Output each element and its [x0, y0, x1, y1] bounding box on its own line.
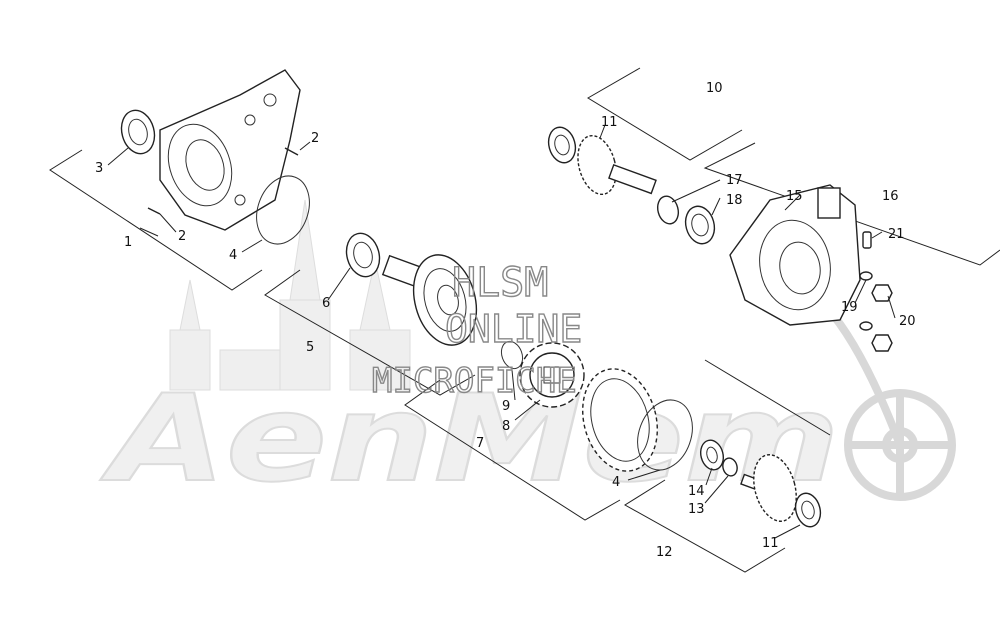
callout-16: 16: [882, 189, 899, 204]
callout-11-upper: 11: [601, 115, 618, 130]
callout-19: 19: [841, 300, 858, 315]
callout-15: 15: [786, 189, 803, 204]
housing-cover-left: [159, 69, 301, 231]
bearing-11-upper: [547, 126, 577, 164]
snap-ring-4-upper: [256, 175, 310, 245]
watermark-line1: HLSM: [452, 260, 548, 306]
callout-12: 12: [656, 545, 673, 560]
callout-11-lower: 11: [762, 536, 779, 551]
callout-9: 9: [502, 399, 510, 414]
ring-gear-shaft-5: [381, 254, 478, 346]
callout-13: 13: [688, 502, 705, 517]
callout-6: 6: [322, 296, 330, 311]
bearing-11-lower: [794, 492, 822, 528]
callout-2-upper: 2: [311, 131, 319, 146]
seal-17: [656, 195, 680, 225]
housing-cover-15: [729, 184, 861, 326]
callout-21: 21: [888, 227, 905, 242]
drain-plugs-20: [871, 284, 893, 352]
callout-17: 17: [726, 173, 743, 188]
callout-8: 8: [502, 419, 510, 434]
gear-shaft-10: [577, 134, 657, 196]
watermark-brand: AenMem: [100, 370, 840, 509]
watermark-line2: ONLINE: [445, 307, 582, 351]
callout-1: 1: [124, 235, 132, 250]
callout-5: 5: [306, 340, 314, 355]
chain-7: [582, 368, 658, 472]
watermark-center: HLSM ONLINE MICROFICHE: [371, 259, 583, 401]
callout-4-upper: 4: [229, 248, 237, 263]
watermark-skyline: [169, 199, 411, 391]
callout-18: 18: [726, 193, 743, 208]
oil-seal-3: [120, 109, 156, 155]
sprocket-8: [519, 342, 585, 408]
gear-shaft-12: [740, 454, 797, 522]
dowel-pins-2: [147, 147, 299, 215]
callout-14: 14: [688, 484, 705, 499]
callout-3: 3: [95, 161, 103, 176]
callout-20: 20: [899, 314, 916, 329]
bearing-14: [699, 439, 725, 471]
bearing-18: [684, 205, 716, 245]
leader-lines: [107, 124, 896, 539]
callout-2-lower: 2: [178, 229, 186, 244]
bolt-21: [862, 231, 872, 249]
callout-4-lower: 4: [612, 475, 620, 490]
snap-ring-4-lower: [637, 399, 693, 471]
bearing-6: [345, 232, 381, 278]
callout-labels: 1 2 2 3 4 4 5 6 7 8 9 10 11 11 12 13 14 …: [95, 81, 916, 560]
snap-ring-9: [500, 340, 524, 370]
watermark-line3: MICROFICHE: [372, 361, 577, 401]
callout-7: 7: [476, 436, 484, 451]
spacer-13: [722, 457, 738, 477]
callout-10: 10: [706, 81, 723, 96]
